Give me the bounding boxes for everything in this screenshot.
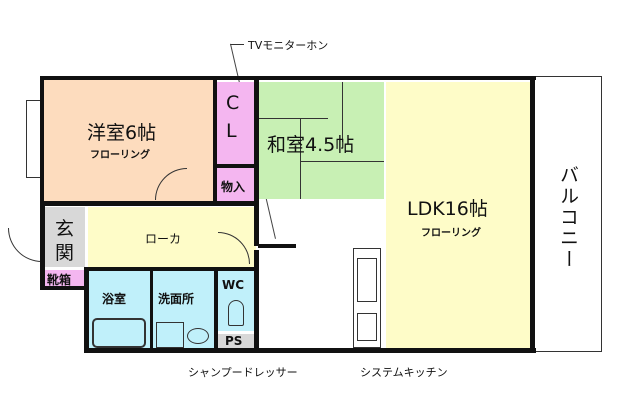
entrance-label-1: 玄 bbox=[55, 218, 75, 240]
wall bbox=[40, 286, 88, 290]
room-entrance bbox=[45, 207, 85, 267]
kitchen-stove bbox=[357, 313, 377, 341]
closet-label-l: L bbox=[226, 120, 237, 142]
toilet bbox=[228, 300, 244, 326]
ldk-label: LDK16帖 bbox=[407, 198, 488, 220]
room-closet bbox=[217, 82, 254, 164]
shoe-box-label: 靴箱 bbox=[47, 273, 72, 287]
wall bbox=[84, 267, 258, 271]
wall bbox=[40, 76, 44, 206]
wall bbox=[40, 201, 258, 206]
bathtub bbox=[92, 318, 146, 348]
wall bbox=[213, 164, 257, 168]
wall bbox=[213, 78, 217, 204]
storage-label: 物入 bbox=[221, 180, 246, 194]
bathroom-label: 浴室 bbox=[102, 292, 127, 306]
system-kitchen-label: システムキッチン bbox=[360, 366, 448, 379]
wc-label: WC bbox=[222, 278, 245, 292]
wall bbox=[84, 267, 89, 353]
tatami-line bbox=[342, 82, 343, 142]
wall bbox=[84, 348, 536, 353]
wall bbox=[258, 244, 296, 248]
wall bbox=[254, 76, 259, 246]
washroom-label: 洗面所 bbox=[158, 292, 195, 306]
balcony bbox=[534, 76, 602, 352]
room-western bbox=[42, 78, 217, 201]
kitchen-counter bbox=[353, 248, 381, 348]
wash-basin bbox=[187, 328, 209, 344]
kitchen-sink bbox=[357, 258, 377, 302]
tv-monitor-label: TVモニターホン bbox=[248, 39, 329, 52]
room-bathroom bbox=[88, 271, 150, 349]
western-room-label: 洋室6帖 bbox=[87, 122, 157, 144]
room-ps bbox=[218, 334, 254, 349]
tatami-line bbox=[300, 161, 384, 162]
wall bbox=[40, 76, 536, 80]
japanese-room-label: 和室4.5帖 bbox=[267, 134, 355, 156]
entrance-door bbox=[8, 228, 42, 262]
room-storage bbox=[217, 168, 254, 201]
washing-machine bbox=[156, 322, 184, 348]
room-shoe-box bbox=[45, 270, 85, 286]
balcony-label: バルコニー bbox=[557, 165, 579, 270]
entrance-label-2: 関 bbox=[55, 242, 75, 264]
hallway-label: ローカ bbox=[145, 232, 182, 246]
closet-label-c: C bbox=[226, 92, 240, 114]
room-japanese bbox=[258, 82, 384, 199]
shampoo-dresser-label: シャンプードレッサー bbox=[188, 366, 298, 379]
wall bbox=[214, 271, 218, 351]
wall bbox=[254, 250, 259, 352]
tatami-line bbox=[300, 118, 301, 199]
wall bbox=[150, 271, 153, 351]
wall bbox=[530, 76, 535, 352]
ps-label: PS bbox=[225, 334, 243, 348]
wall bbox=[40, 205, 45, 288]
room-ldk-main bbox=[386, 82, 534, 349]
tv-monitor-leader bbox=[230, 44, 244, 45]
tatami-line bbox=[258, 118, 328, 119]
ldk-floor: フローリング bbox=[421, 228, 481, 239]
western-room-floor: フローリング bbox=[90, 150, 150, 161]
